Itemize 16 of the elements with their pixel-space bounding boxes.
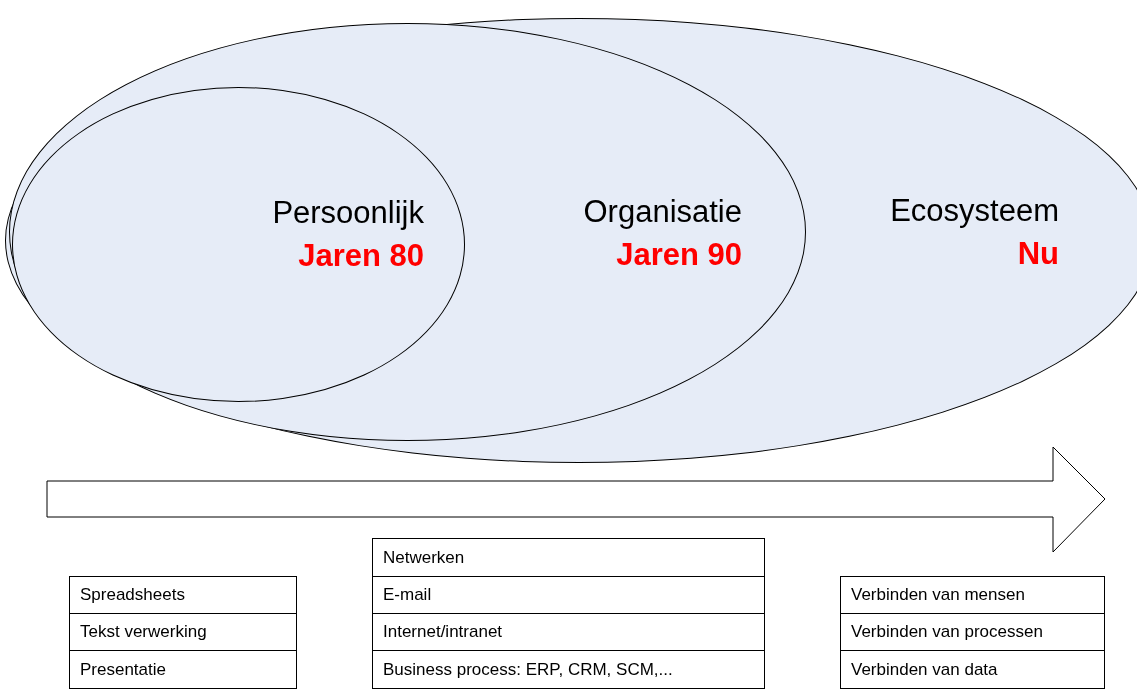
stage-heading: Persoonlijk — [272, 195, 424, 231]
stage-heading: Ecosysteem — [890, 193, 1059, 229]
table-cell: Netwerken — [372, 538, 765, 577]
table-cell: Spreadsheets — [69, 576, 297, 614]
era-label: Jaren 80 — [298, 238, 424, 274]
table-cell: E-mail — [372, 576, 765, 614]
table-cell: Verbinden van mensen — [840, 576, 1105, 614]
stage-heading: Organisatie — [583, 194, 742, 230]
table-cell: Verbinden van data — [840, 650, 1105, 689]
table-cell: Business process: ERP, CRM, SCM,... — [372, 650, 765, 689]
table-cell: Tekst verwerking — [69, 613, 297, 651]
era-label: Nu — [1017, 236, 1059, 272]
table-cell: Internet/intranet — [372, 613, 765, 651]
era-label: Jaren 90 — [616, 237, 742, 273]
table-cell: Presentatie — [69, 650, 297, 689]
table-cell: Verbinden van processen — [840, 613, 1105, 651]
